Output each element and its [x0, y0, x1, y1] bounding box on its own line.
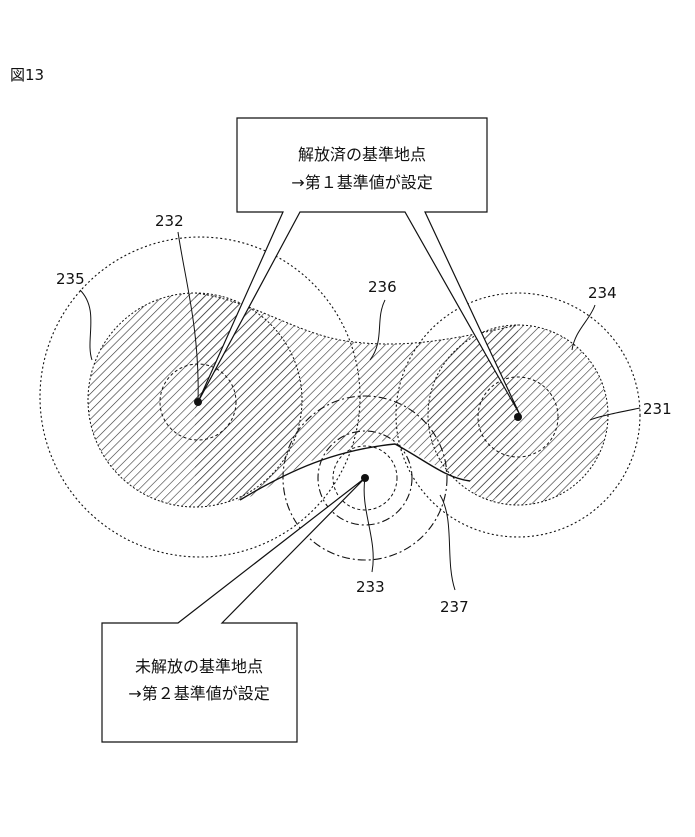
circles-233 [282, 395, 448, 561]
label-232: 232 [155, 212, 184, 230]
inner-circle-233 [332, 445, 398, 511]
label-237: 237 [440, 598, 469, 616]
label-235: 235 [56, 270, 85, 288]
label-233: 233 [356, 578, 385, 596]
leader-235 [79, 289, 93, 361]
callout-top-line2: →第１基準値が設定 [291, 173, 432, 192]
hatched-region [88, 293, 608, 507]
outer-circle-231 [395, 292, 641, 538]
label-236: 236 [368, 278, 397, 296]
leader-232 [177, 231, 199, 403]
figure-title: 図13 [10, 66, 44, 84]
callout-bottom-line2: →第２基準値が設定 [128, 684, 269, 703]
leader-233 [363, 477, 374, 573]
circle-232-middle [87, 292, 303, 508]
leader-237 [439, 494, 456, 591]
label-234: 234 [588, 284, 617, 302]
point-231 [514, 413, 522, 421]
callout-top-line1: 解放済の基準地点 [298, 145, 426, 164]
leader-234 [571, 304, 596, 351]
callout-bottom-line1: 未解放の基準地点 [135, 657, 263, 676]
inner-circle-231 [477, 376, 559, 458]
label-231: 231 [643, 400, 672, 418]
leader-231 [589, 407, 641, 421]
outer-circles [39, 236, 641, 558]
outer-circle-233 [282, 395, 448, 561]
lens-boundary [239, 443, 471, 501]
mid-circle-233 [317, 430, 413, 526]
inner-circles [159, 363, 559, 511]
callout-top: 解放済の基準地点 →第１基準値が設定 [197, 117, 521, 416]
outer-circle-232 [39, 236, 361, 558]
leader-lines [79, 231, 641, 591]
leader-236 [369, 299, 386, 361]
inner-circle-232 [159, 363, 237, 441]
callout-bottom: 未解放の基準地点 →第２基準値が設定 [101, 477, 366, 743]
